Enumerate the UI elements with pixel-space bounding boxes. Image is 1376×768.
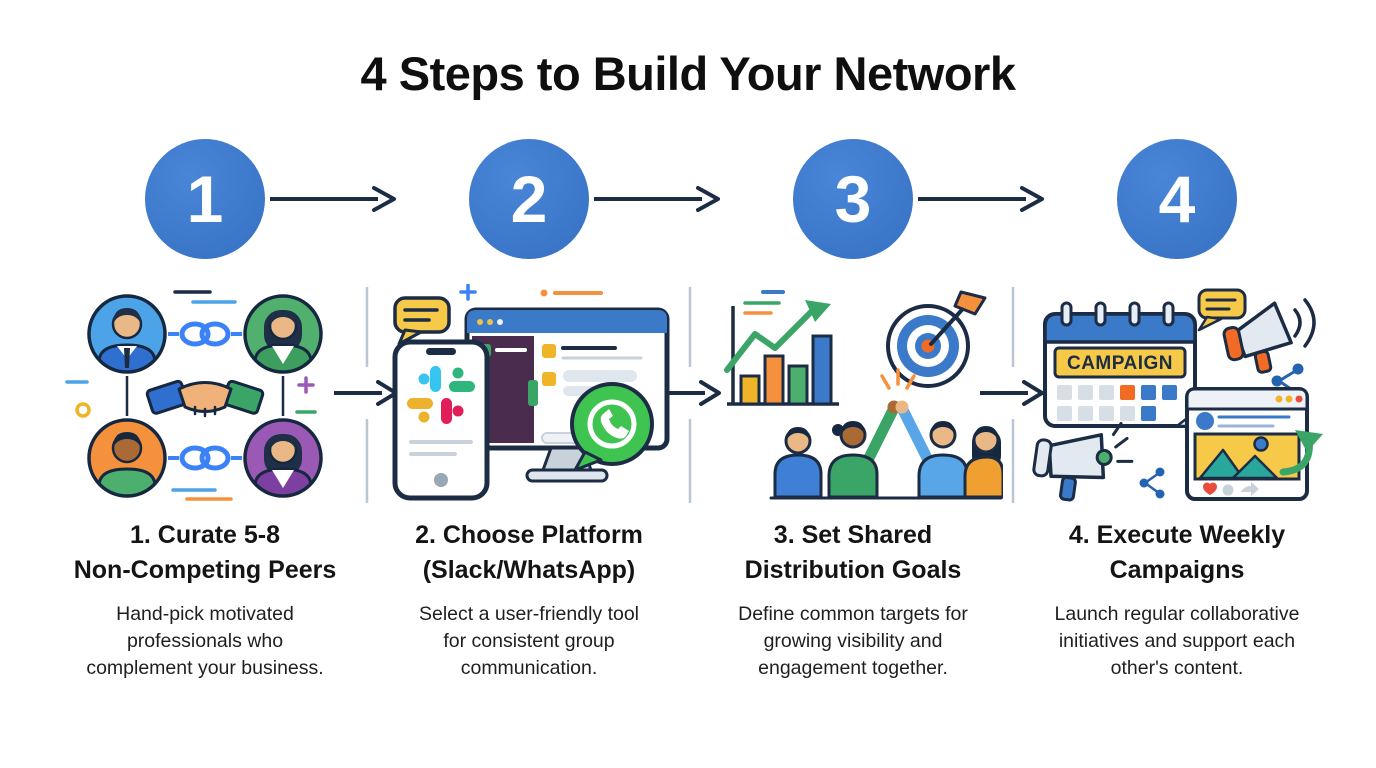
phone-icon [392, 339, 490, 501]
dot-decoration [75, 402, 91, 418]
step-circle-2: 2 [469, 139, 589, 259]
step-desc-line: complement your business. [86, 657, 324, 679]
avatar-icon [243, 418, 323, 498]
step-title-line: Campaigns [1109, 556, 1245, 584]
chain-link-icon [168, 445, 242, 471]
step-circle-1: 1 [145, 139, 265, 259]
step-desc-line: engagement together. [758, 657, 948, 679]
step-title-line: 4. Execute Weekly [1068, 521, 1286, 549]
calendar-icon: CAMPAIGN [1043, 301, 1197, 428]
social-post-icon [1185, 387, 1323, 501]
step-title-line: (Slack/WhatsApp) [422, 556, 636, 584]
calendar-grid [1057, 385, 1177, 421]
step-desc-line: growing visibility and [763, 630, 943, 652]
illustration-platform-devices [392, 284, 670, 501]
step-circle-3: 3 [793, 139, 913, 259]
illustration-peer-network [65, 290, 323, 501]
right-arrow-icon [594, 186, 720, 212]
plus-decoration [297, 376, 315, 394]
avatar-icon [87, 294, 167, 374]
step-desc-line: initiatives and support each [1058, 630, 1296, 652]
step-description-1: Hand-pick motivated professionals who co… [40, 601, 370, 682]
step-title-1: 1. Curate 5-8 Non-Competing Peers [40, 518, 370, 588]
right-arrow-icon [918, 186, 1044, 212]
step-title-line: Distribution Goals [744, 556, 962, 584]
step-title-line: 1. Curate 5-8 [129, 521, 281, 549]
team-highfive-icon [769, 368, 1003, 500]
megaphone-icon [1032, 421, 1134, 502]
step-title-line: Non-Competing Peers [73, 556, 337, 584]
target-icon [886, 290, 987, 388]
campaign-label: CAMPAIGN [1067, 353, 1173, 374]
step-title-3: 3. Set Shared Distribution Goals [688, 518, 1018, 588]
plus-decoration [459, 284, 477, 301]
step-title-line: 2. Choose Platform [415, 521, 643, 549]
column-divider-arrow [980, 287, 1044, 503]
step-desc-line: Select a user-friendly tool [418, 603, 640, 625]
step-desc-line: other's content. [1110, 657, 1244, 679]
step-number-1: 1 [186, 162, 224, 236]
step-number-2: 2 [510, 162, 548, 236]
handshake-icon [145, 379, 265, 418]
share-icon [1139, 467, 1165, 499]
step-desc-line: Define common targets for [738, 603, 968, 625]
step-number-3: 3 [834, 162, 872, 236]
avatar-icon [243, 294, 323, 374]
comment-icon [1222, 484, 1234, 496]
speech-bubble-icon [393, 296, 451, 346]
step-number-4: 4 [1158, 162, 1196, 236]
illustration-weekly-campaigns: CAMPAIGN [1032, 288, 1323, 502]
megaphone-icon [1222, 301, 1293, 374]
illustration-shared-goals [724, 290, 1003, 500]
whatsapp-icon [570, 382, 654, 472]
step-circle-4: 4 [1117, 139, 1237, 259]
speech-bubble-icon [1197, 288, 1247, 332]
avatar-icon [87, 418, 167, 498]
step-description-4: Launch regular collaborative initiatives… [1012, 601, 1342, 682]
step-title-line: 3. Set Shared [773, 521, 933, 549]
step-description-2: Select a user-friendly tool for consiste… [364, 601, 694, 682]
step-title-4: 4. Execute Weekly Campaigns [1012, 518, 1342, 588]
heart-icon [1202, 482, 1218, 495]
right-arrow-icon [270, 186, 396, 212]
page-title: 4 Steps to Build Your Network [360, 47, 1016, 100]
step-desc-line: professionals who [126, 630, 284, 652]
step-desc-line: for consistent group [443, 630, 615, 652]
step-desc-line: Hand-pick motivated [116, 603, 294, 625]
share-arrow-icon [1241, 482, 1259, 496]
sound-waves-icon [1293, 298, 1316, 348]
chain-link-icon [168, 321, 242, 347]
growth-arrow-icon [724, 300, 831, 373]
slack-logo-icon [407, 366, 475, 424]
step-desc-line: Launch regular collaborative [1054, 603, 1300, 625]
dot-decoration [540, 289, 548, 297]
repost-arrow-icon [1279, 430, 1323, 476]
step-title-2: 2. Choose Platform (Slack/WhatsApp) [364, 518, 694, 588]
step-desc-line: communication. [460, 657, 598, 679]
step-description-3: Define common targets for growing visibi… [688, 601, 1018, 682]
bar-chart-icon [724, 290, 839, 406]
